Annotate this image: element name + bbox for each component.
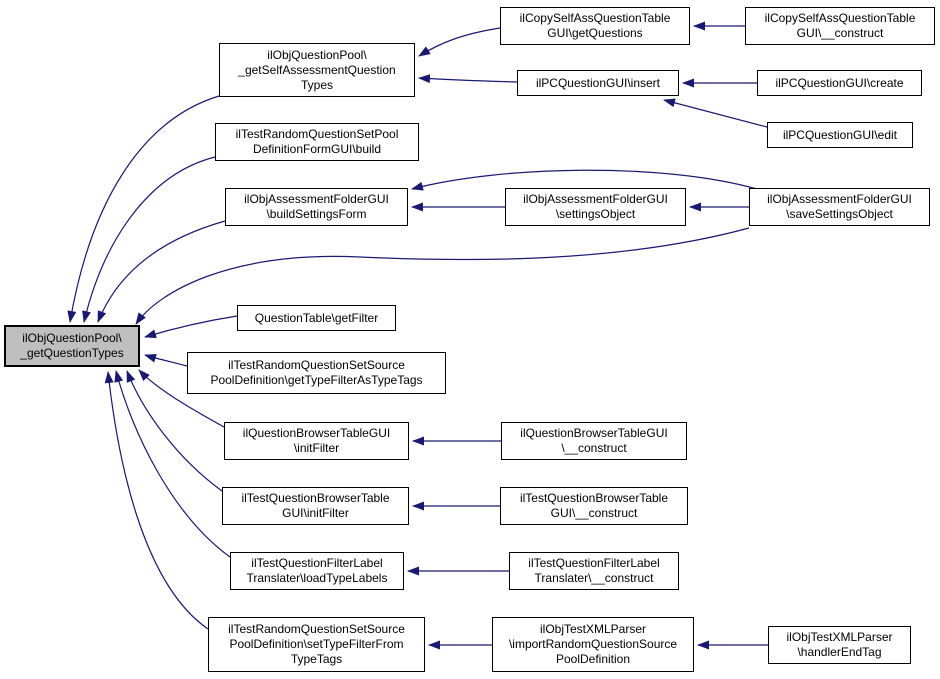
graph-node-label-line: ilPCQuestionGUI\create [775, 75, 904, 90]
graph-node-label-line: ilQuestionBrowserTableGUI [520, 426, 668, 440]
graph-node-handler-end-tag[interactable]: ilObjTestXMLParser\handlerEndTag [768, 626, 911, 664]
graph-node-label-line: ilTestQuestionFilterLabel [528, 556, 660, 570]
graph-node-label-line: ilObjTestXMLParser [786, 630, 893, 644]
graph-node-pc-insert[interactable]: ilPCQuestionGUI\insert [517, 70, 679, 96]
graph-node-label-line: QuestionTable\getFilter [254, 310, 379, 325]
graph-node-label-line: ilObjAssessmentFolderGUI [523, 192, 668, 206]
graph-node-qb-construct[interactable]: ilQuestionBrowserTableGUI\__construct [501, 422, 687, 460]
graph-node-pc-edit[interactable]: ilPCQuestionGUI\edit [767, 122, 913, 148]
graph-node-pc-create[interactable]: ilPCQuestionGUI\create [757, 70, 922, 96]
graph-node-label-line: \handlerEndTag [797, 645, 882, 659]
graph-node-label-line: ilTestQuestionBrowserTable [241, 491, 390, 505]
graph-node-label-line: \importRandomQuestionSource [508, 637, 678, 651]
graph-node-label-line: ilCopySelfAssQuestionTable [764, 11, 916, 25]
graph-node-build-settings-form[interactable]: ilObjAssessmentFolderGUI\buildSettingsFo… [225, 188, 408, 226]
graph-node-label-line: PoolDefinition\getTypeFilterAsTypeTags [210, 373, 423, 387]
graph-edge-save-settings-to-main [135, 227, 750, 325]
graph-node-get-filter[interactable]: QuestionTable\getFilter [237, 305, 396, 331]
graph-node-label-line: ilTestRandomQuestionSetSource [228, 622, 405, 636]
graph-node-label-line: \__construct [561, 441, 627, 455]
graph-edge-set-type-filter-to-main [104, 371, 209, 630]
graph-edge-form-build-to-main [82, 156, 216, 323]
graph-edge-build-settings-form-to-main [97, 220, 226, 323]
graph-node-label-line: TypeTags [290, 652, 343, 666]
graph-node-label-line: Types [300, 77, 333, 92]
graph-edge-save-settings-to-build-settings-form [411, 169, 758, 191]
graph-node-label-line: \buildSettingsForm [266, 207, 367, 221]
graph-edge-self-assess-to-main [67, 95, 220, 323]
graph-node-label-line: ilTestQuestionFilterLabel [251, 556, 383, 570]
graph-node-label-line: PoolDefinition [555, 652, 631, 666]
graph-node-label-line: ilObjQuestionPool\ [267, 47, 367, 62]
graph-node-label-line: \settingsObject [555, 207, 636, 221]
graph-edge-pc-edit-to-pc-insert [663, 98, 768, 128]
graph-node-label-line: ilTestRandomQuestionSetSource [228, 358, 405, 372]
graph-edge-load-type-labels-to-main [114, 370, 231, 558]
graph-edge-get-type-filter-tags-to-main [144, 353, 188, 367]
graph-node-label-line: ilCopySelfAssQuestionTable [519, 11, 671, 25]
graph-node-label-line: Translater\loadTypeLabels [246, 571, 388, 585]
graph-node-label-line: GUI\__construct [796, 26, 884, 40]
graph-node-label-line: ilPCQuestionGUI\edit [782, 127, 898, 142]
graph-node-label-line: ilObjAssessmentFolderGUI [244, 192, 389, 206]
graph-node-label-line: \saveSettingsObject [786, 207, 893, 221]
graph-node-save-settings[interactable]: ilObjAssessmentFolderGUI\saveSettingsObj… [749, 188, 930, 226]
graph-node-label-line: GUI\getQuestions [547, 26, 643, 40]
graph-node-main: ilObjQuestionPool\_getQuestionTypes [4, 325, 140, 367]
graph-node-self-assess[interactable]: ilObjQuestionPool\_getSelfAssessmentQues… [219, 43, 415, 97]
graph-edge-pc-insert-to-self-assess [418, 74, 518, 84]
graph-node-qb-init-filter[interactable]: ilQuestionBrowserTableGUI\initFilter [224, 422, 409, 460]
graph-node-label-line: Translater\__construct [534, 571, 654, 585]
graph-node-import-random[interactable]: ilObjTestXMLParser\importRandomQuestionS… [492, 617, 694, 672]
graph-node-label-line: ilTestQuestionBrowserTable [519, 491, 669, 505]
graph-node-label-line: \initFilter [293, 441, 340, 455]
graph-edge-get-filter-to-main [144, 315, 238, 339]
graph-node-label-line: _getQuestionTypes [20, 346, 124, 360]
graph-node-label-line: GUI\__construct [550, 506, 638, 520]
graph-node-label-line: DefinitionFormGUI\build [252, 142, 382, 156]
graph-node-label-line: _getSelfAssessmentQuestion [238, 62, 396, 77]
graph-node-label-line: ilQuestionBrowserTableGUI [242, 426, 391, 440]
graph-node-label-line: ilObjAssessmentFolderGUI [767, 192, 912, 206]
graph-edge-get-questions-to-self-assess [418, 27, 501, 57]
graph-node-label-line: ilPCQuestionGUI\insert [535, 75, 661, 90]
graph-node-label-line: ilObjQuestionPool\ [22, 331, 122, 345]
graph-node-label-line: GUI\initFilter [282, 506, 349, 520]
graph-node-label-line: ilObjTestXMLParser [539, 622, 647, 636]
graph-node-label-line: PoolDefinition\setTypeFilterFrom [229, 637, 404, 651]
graph-node-label-line: ilTestRandomQuestionSetPool [235, 127, 399, 141]
graph-node-settings-object[interactable]: ilObjAssessmentFolderGUI\settingsObject [505, 188, 686, 226]
